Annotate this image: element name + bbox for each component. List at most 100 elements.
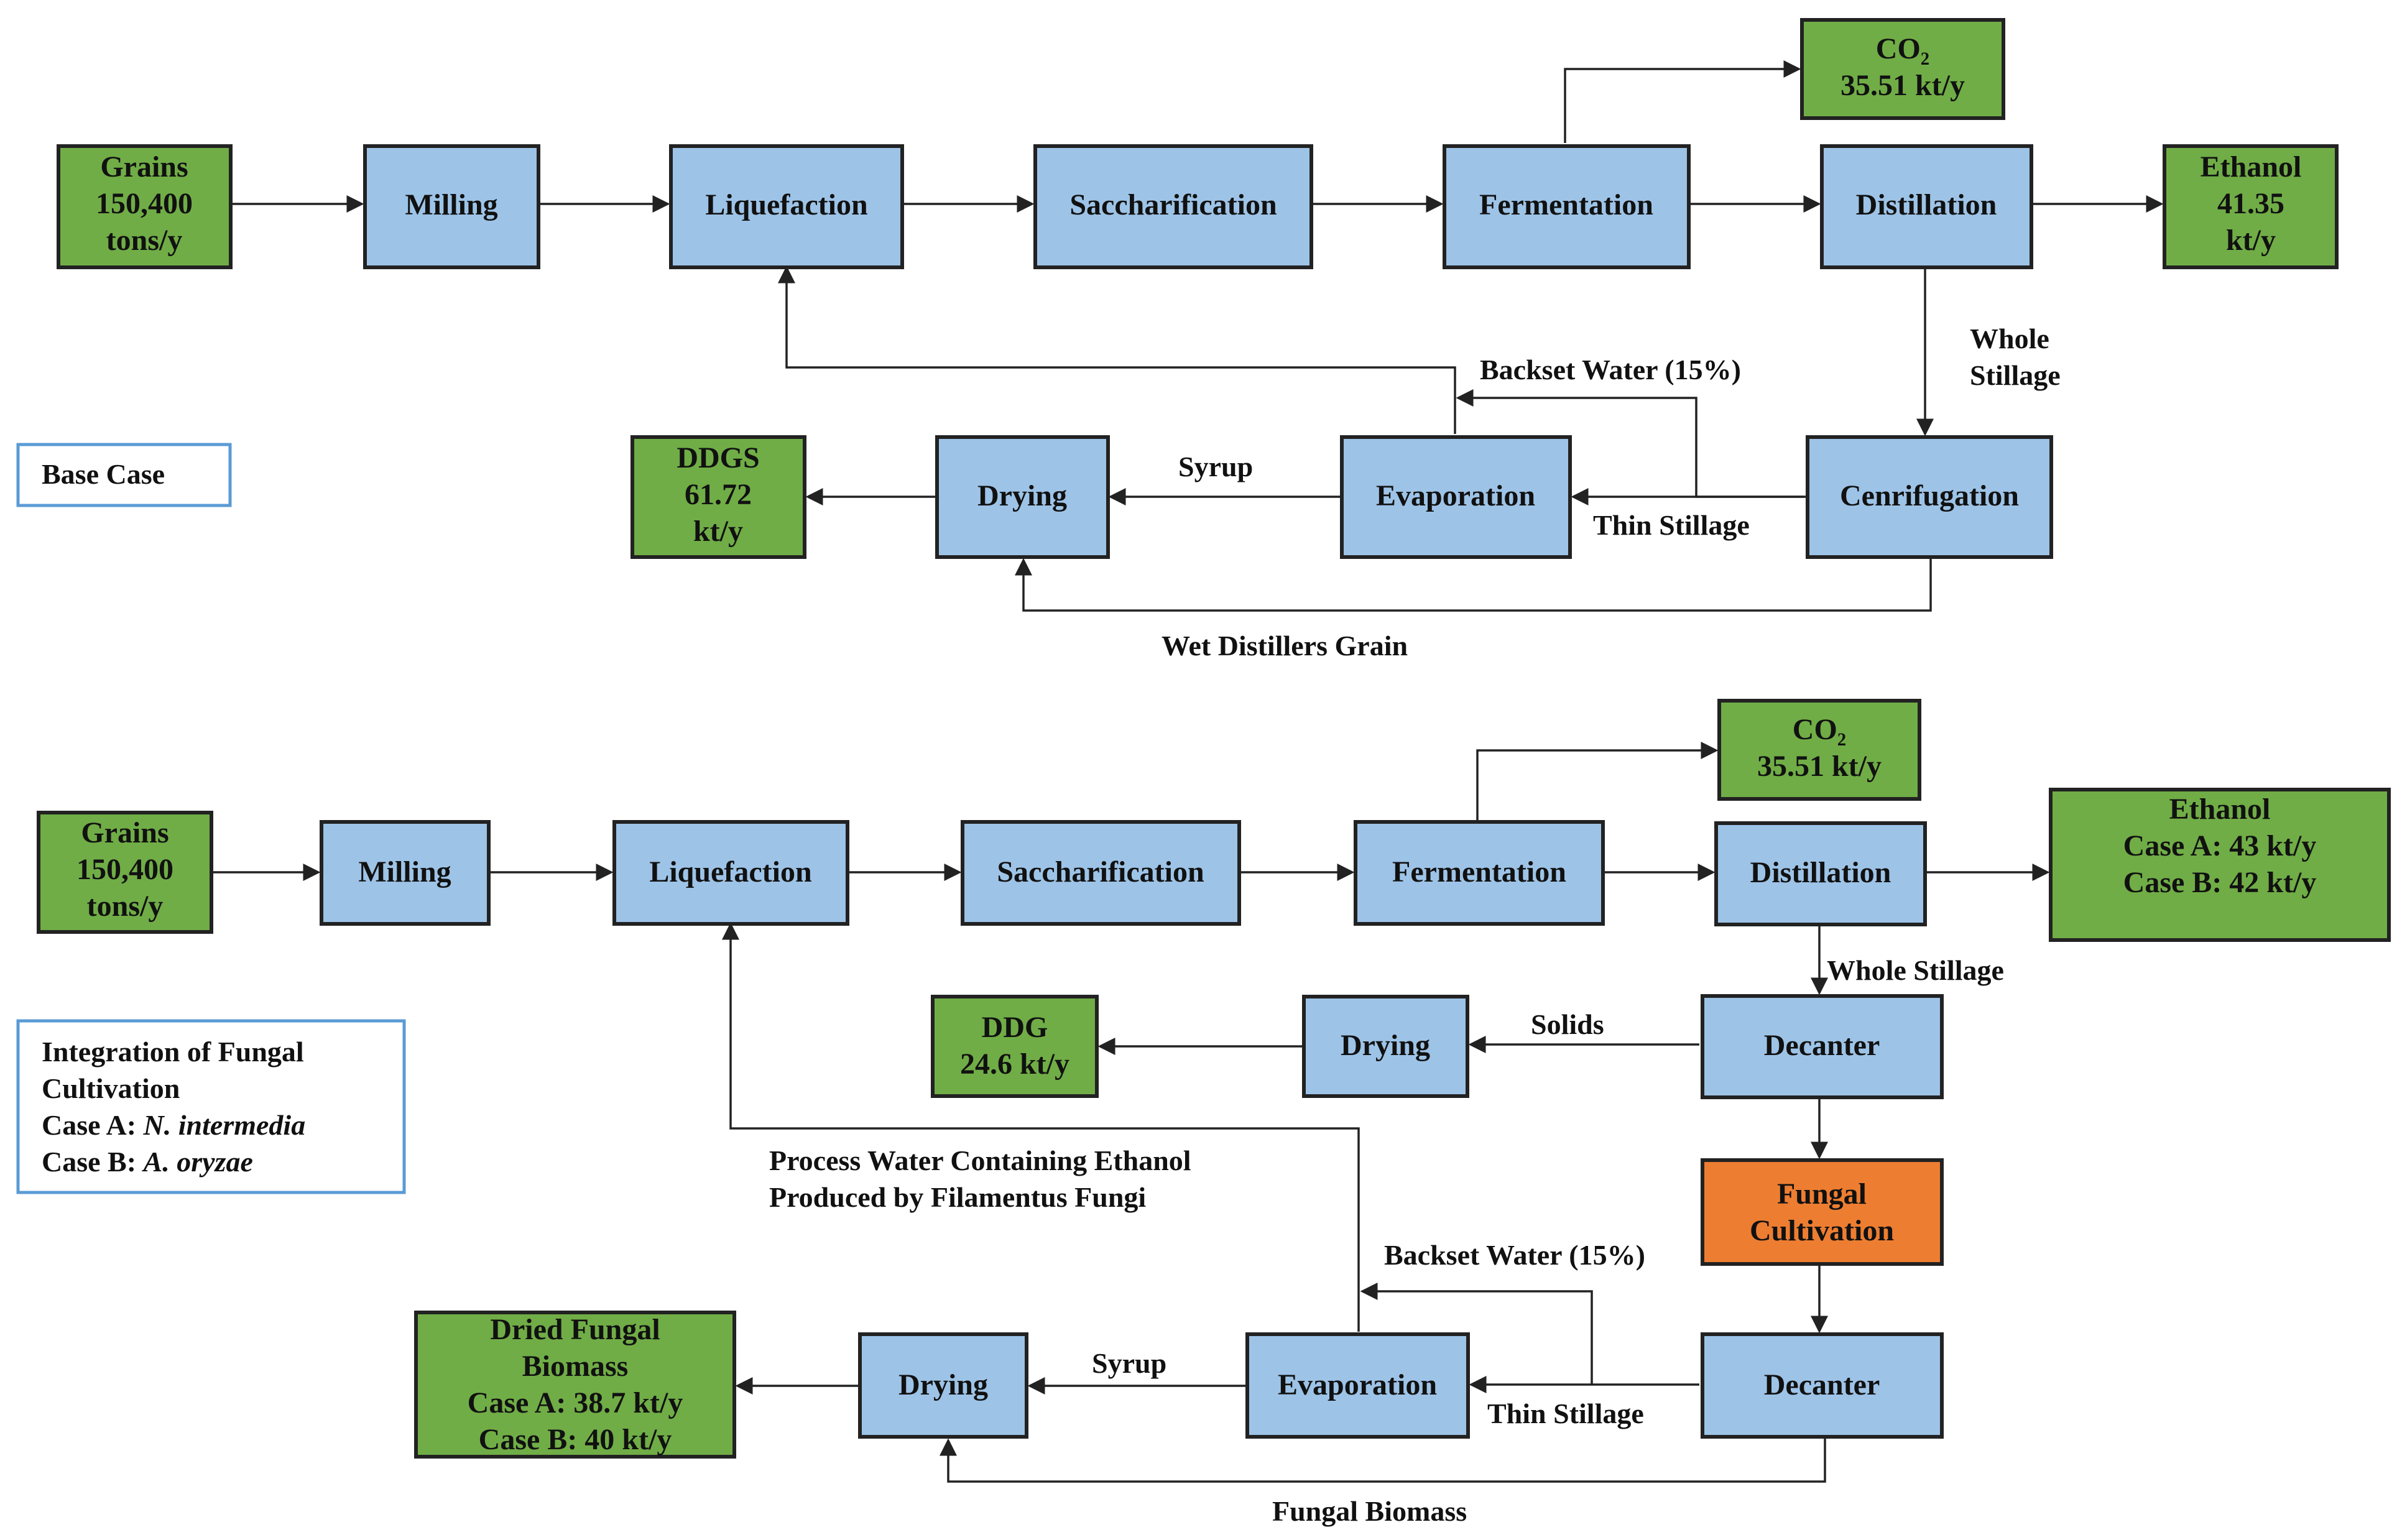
ddgs-label-1: DDGS — [677, 441, 759, 474]
whole-stillage-label-1: Whole — [1970, 323, 2049, 354]
dried-fungal-biomass-label-2: Biomass — [522, 1350, 629, 1383]
syrup-2-label: Syrup — [1092, 1347, 1166, 1379]
milling-box: Milling — [363, 144, 540, 269]
liquefaction-box: Liquefaction — [669, 144, 904, 269]
fungal-biomass-label: Fungal Biomass — [1272, 1495, 1467, 1527]
saccharification-box-2: Saccharification — [961, 820, 1241, 926]
dried-fungal-biomass-label-1: Dried Fungal — [490, 1313, 660, 1346]
arrow-fungal-biomass — [940, 1438, 1826, 1483]
grains-label-2: 150,400 — [96, 187, 193, 220]
grains-box: Grains 150,400 tons/y — [57, 144, 233, 269]
arrow-backset-to-liquefaction — [778, 265, 1456, 434]
arrow-fermentation-co2 — [1564, 60, 1801, 143]
saccharification-box: Saccharification — [1033, 144, 1313, 269]
decanter-box-2: Decanter — [1701, 1332, 1944, 1439]
dried-fungal-biomass-box: Dried Fungal Biomass Case A: 38.7 kt/y C… — [414, 1311, 736, 1459]
whole-stillage-2-label: Whole Stillage — [1827, 954, 2004, 986]
distillation-2-label: Distillation — [1750, 856, 1891, 889]
co2-2-label-2: 35.51 kt/y — [1757, 750, 1882, 783]
integration-legend-line-2: Cultivation — [42, 1072, 180, 1104]
grains-2-label-2: 150,400 — [76, 853, 173, 886]
integration-legend-case-b: Case B: A. oryzae — [42, 1146, 253, 1178]
thin-stillage-2-label: Thin Stillage — [1487, 1398, 1644, 1429]
ddg-box: DDG 24.6 kt/y — [931, 995, 1099, 1098]
decanter-2-label: Decanter — [1764, 1368, 1880, 1401]
evaporation-label: Evaporation — [1376, 479, 1535, 512]
fungal-cultivation-box: Fungal Cultivation — [1701, 1158, 1944, 1266]
ddg-label-2: 24.6 kt/y — [960, 1048, 1069, 1081]
base-case-legend: Base Case — [16, 443, 232, 507]
ethanol-box: Ethanol 41.35 kt/y — [2163, 144, 2339, 269]
liquefaction-label: Liquefaction — [705, 188, 867, 221]
fermentation-box-2: Fermentation — [1354, 820, 1605, 926]
ddgs-box: DDGS 61.72 kt/y — [630, 435, 806, 559]
integration-legend-case-a: Case A: N. intermedia — [42, 1109, 305, 1141]
process-water-label-1: Process Water Containing Ethanol — [769, 1145, 1191, 1176]
case-b-species: A. oryzae — [142, 1146, 253, 1178]
integration-connectors — [211, 742, 2050, 1483]
milling-label: Milling — [405, 188, 497, 221]
decanter-box-1: Decanter — [1701, 994, 1944, 1099]
case-a-species: N. intermedia — [143, 1109, 306, 1141]
distillation-box-2: Distillation — [1714, 821, 1927, 926]
arrow-backset-water-2 — [1360, 1283, 1593, 1385]
arrow-process-water-liquefaction — [722, 922, 1360, 1332]
drying-box-1: Drying — [1302, 995, 1469, 1098]
centrifugation-label: Cenrifugation — [1840, 479, 2019, 512]
arrow-wet-distillers-grain — [1015, 558, 1932, 612]
milling-2-label: Milling — [358, 855, 451, 888]
drying-2-label: Drying — [898, 1368, 988, 1401]
distillation-label: Distillation — [1856, 188, 1997, 221]
ethanol-2-label-2: Case A: 43 kt/y — [2123, 829, 2317, 862]
fermentation-2-label: Fermentation — [1392, 855, 1566, 888]
ddgs-label-3: kt/y — [693, 515, 743, 548]
distillation-box: Distillation — [1820, 144, 2033, 269]
solids-label: Solids — [1531, 1008, 1604, 1040]
liquefaction-box-2: Liquefaction — [612, 820, 849, 926]
co2-box: CO₂ 35.51 kt/y — [1800, 18, 2005, 120]
saccharification-label: Saccharification — [1069, 188, 1277, 221]
ethanol-2-label-3: Case B: 42 kt/y — [2123, 866, 2317, 899]
ethanol-2-label-1: Ethanol — [2169, 793, 2271, 826]
grains-2-label-3: tons/y — [87, 890, 164, 923]
fermentation-label: Fermentation — [1479, 188, 1653, 221]
milling-box-2: Milling — [320, 820, 491, 926]
evaporation-2-label: Evaporation — [1278, 1368, 1437, 1401]
base-case-diagram: Grains 150,400 tons/y Milling Liquefacti… — [16, 18, 2339, 662]
ddgs-label-2: 61.72 — [685, 478, 752, 511]
co2-box-2: CO₂ 35.51 kt/y — [1717, 699, 1921, 801]
grains-box-2: Grains 150,400 tons/y — [37, 811, 213, 934]
ethanol-label-1: Ethanol — [2201, 150, 2302, 183]
thin-stillage-label: Thin Stillage — [1593, 509, 1750, 541]
ethanol-box-2: Ethanol Case A: 43 kt/y Case B: 42 kt/y — [2049, 788, 2391, 942]
fungal-cultivation-label-1: Fungal — [1777, 1178, 1867, 1210]
fermentation-box: Fermentation — [1443, 144, 1691, 269]
integration-case-legend: Integration of Fungal Cultivation Case A… — [16, 1019, 406, 1194]
drying-box: Drying — [935, 435, 1110, 559]
base-connectors — [231, 60, 2164, 612]
co2-2-label-1: CO₂ — [1793, 713, 1846, 746]
decanter-1-label: Decanter — [1764, 1029, 1880, 1062]
backset-water-label: Backset Water (15%) — [1480, 354, 1741, 385]
co2-label-2: 35.51 kt/y — [1840, 69, 1965, 102]
arrow-fermentation-co2-2 — [1476, 742, 1719, 822]
evaporation-box-2: Evaporation — [1245, 1332, 1470, 1439]
saccharification-2-label: Saccharification — [997, 855, 1204, 888]
co2-label-1: CO₂ — [1876, 32, 1929, 65]
drying-label: Drying — [977, 479, 1067, 512]
ethanol-label-2: 41.35 — [2217, 187, 2284, 220]
syrup-label: Syrup — [1178, 451, 1253, 482]
ddg-label-1: DDG — [982, 1011, 1048, 1044]
backset-water-2-label: Backset Water (15%) — [1384, 1239, 1645, 1271]
integration-case-diagram: Grains 150,400 tons/y Milling Liquefacti… — [16, 699, 2391, 1527]
grains-label-3: tons/y — [106, 224, 183, 257]
whole-stillage-label-2: Stillage — [1970, 359, 2061, 391]
case-b-prefix: Case B: — [42, 1146, 144, 1178]
integration-legend-line-1: Integration of Fungal — [42, 1036, 304, 1067]
drying-1-label: Drying — [1341, 1029, 1430, 1062]
centrifugation-box: Cenrifugation — [1806, 435, 2053, 559]
wet-distillers-grain-label: Wet Distillers Grain — [1162, 630, 1408, 662]
process-water-label-2: Produced by Filamentus Fungi — [769, 1181, 1146, 1213]
liquefaction-2-label: Liquefaction — [649, 855, 811, 888]
